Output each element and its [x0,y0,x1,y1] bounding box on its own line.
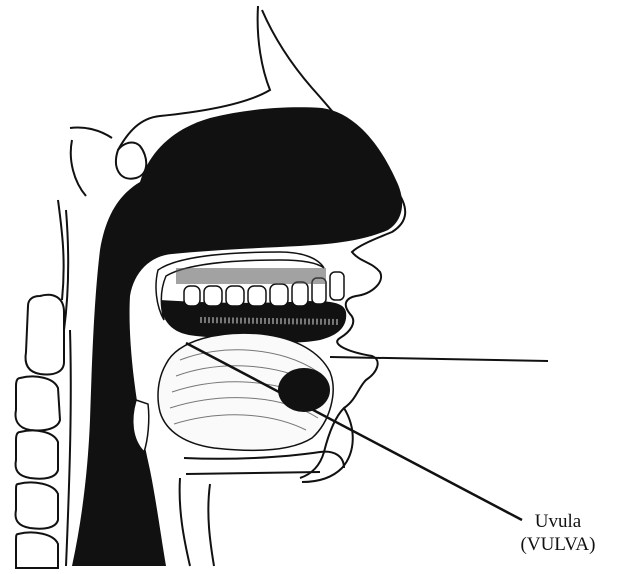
upper-gum [176,268,326,284]
label-primary: Uvula [498,510,618,533]
throat-line [180,478,214,566]
spine-front-line [64,210,71,566]
label-secondary: (VULVA) [498,533,618,556]
cervical-vertebrae [16,295,64,568]
pointer-line-horizontal [330,357,548,361]
uvula-label: Uvula (VULVA) [498,510,618,556]
sinus-outline [116,143,146,179]
